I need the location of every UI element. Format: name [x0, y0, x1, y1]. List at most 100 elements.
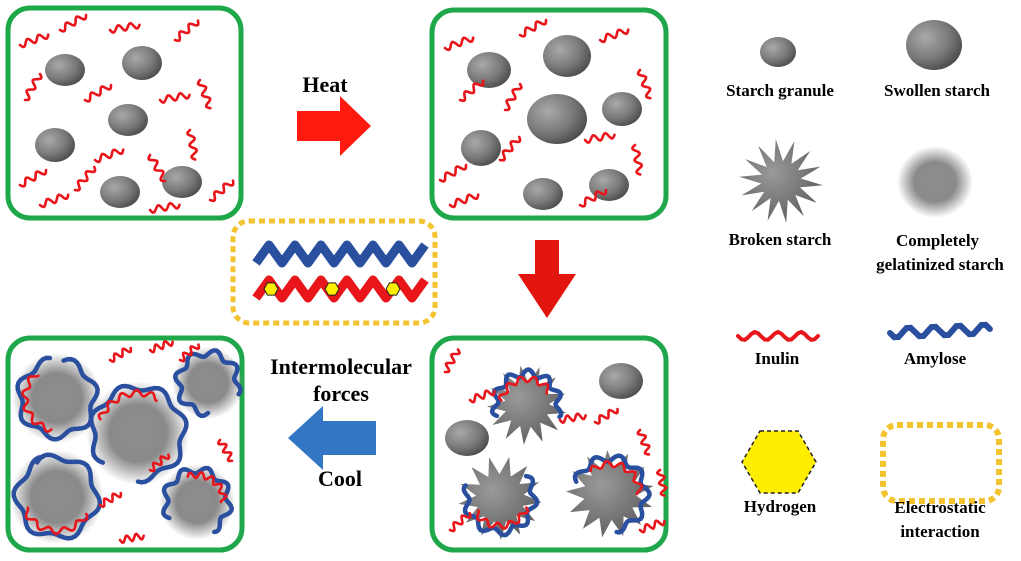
inulin-strand — [216, 438, 234, 463]
inulin-strand — [497, 375, 550, 402]
legend-hydrogen-icon — [741, 430, 817, 494]
inulin-strand — [583, 131, 616, 144]
forces-label: forces — [313, 381, 369, 406]
inulin-strand — [93, 148, 125, 164]
heat-arrow-icon — [297, 96, 371, 156]
amylose-chain — [11, 452, 103, 541]
broken-starch — [458, 457, 542, 540]
legend-gelatinized-starch-icon — [897, 146, 973, 218]
inulin-strand — [655, 468, 668, 497]
inulin-strand — [158, 91, 191, 104]
legend-inulin-icon — [736, 329, 820, 343]
inulin-strand — [148, 201, 181, 214]
inulin-strand — [18, 168, 48, 188]
inulin-strand — [443, 36, 475, 52]
inulin-strand — [636, 428, 651, 456]
legend-swollen-starch-label: Swollen starch — [884, 81, 990, 100]
inulin-strand — [638, 519, 666, 534]
starch-granule — [599, 363, 643, 399]
starch-granule — [35, 128, 75, 162]
inulin-strand — [148, 453, 171, 473]
inulin-strand — [448, 193, 480, 209]
starch-granule — [527, 94, 587, 144]
inulin-strand — [593, 407, 619, 426]
gelatinized-starch — [86, 381, 190, 485]
legend-broken-starch-label: Broken starch — [728, 230, 832, 249]
legend-electrostatic-icon — [880, 422, 1002, 504]
inulin-strand — [475, 506, 530, 530]
legend-electrostatic-label-1: Electrostatic — [894, 498, 986, 517]
amylose-chain — [489, 367, 564, 420]
amylose-chain — [252, 240, 429, 268]
inulin-strand — [589, 459, 644, 496]
starch-granule — [543, 35, 591, 77]
legend-gelatinized-label-1: Completely — [895, 231, 980, 250]
starch-granule — [602, 92, 642, 126]
starch-granule — [162, 166, 202, 198]
legend-inulin-label: Inulin — [754, 349, 800, 368]
hydrogen-bond-icon — [263, 282, 279, 296]
inulin-strand — [178, 343, 201, 363]
inulin-strand — [196, 78, 212, 110]
inulin-strand — [208, 179, 235, 203]
inulin-strand — [147, 153, 167, 183]
legend-starch-granule-icon — [760, 37, 796, 67]
gelatinized-starch — [10, 450, 104, 544]
hydrogen-bond-icon — [324, 282, 340, 296]
gelatinized-starch — [172, 347, 244, 419]
intermolecular-chains — [252, 240, 429, 303]
inulin-strand — [503, 82, 523, 112]
inulin-strand — [23, 72, 43, 102]
starch-granule — [445, 420, 489, 456]
down-arrow-icon — [518, 240, 576, 318]
inulin-strand — [83, 83, 113, 103]
inulin-strand — [498, 135, 522, 162]
starch-granule — [108, 104, 148, 136]
starch-granule — [523, 178, 563, 210]
legend-gelatinized-label-2: gelatinized starch — [876, 255, 1004, 274]
inulin-strand — [578, 188, 608, 208]
legend-swollen-starch-icon — [906, 20, 962, 70]
amylose-chain — [572, 453, 652, 535]
inulin-strand — [186, 128, 199, 161]
inulin-strand — [438, 163, 468, 183]
inulin-strand — [518, 18, 548, 38]
inulin-strand — [148, 339, 174, 354]
inulin-strand — [458, 79, 485, 103]
starch-granule — [461, 130, 501, 166]
heat-label: Heat — [302, 72, 348, 97]
inulin-strand — [21, 374, 53, 433]
starch-granule — [467, 52, 511, 88]
inulin-strand — [186, 470, 228, 504]
inulin-strand — [108, 21, 141, 34]
amylose-chain — [15, 355, 100, 442]
amylose-chain — [461, 473, 540, 538]
legend-amylose-label: Amylose — [903, 349, 967, 368]
inulin-strand — [468, 389, 496, 404]
starch-granule — [122, 46, 162, 80]
panel-contents — [10, 13, 668, 545]
inulin-strand — [118, 532, 145, 545]
legend-amylose-icon — [887, 321, 993, 341]
inulin-strand — [598, 28, 630, 44]
inulin-strand — [448, 511, 472, 533]
starch-granule — [100, 176, 140, 208]
cool-arrow-icon — [288, 406, 376, 470]
inulin-strand — [558, 412, 587, 425]
legend-starch-granule-label: Starch granule — [726, 81, 834, 100]
intermolecular-label: Intermolecular — [270, 354, 412, 379]
inulin-strand — [108, 346, 133, 364]
legend-hydrogen-label: Hydrogen — [743, 497, 817, 516]
legend-graphics — [736, 20, 1002, 504]
cool-label: Cool — [318, 466, 362, 491]
intermolecular-box — [230, 218, 438, 326]
inulin-strand — [173, 19, 200, 43]
inulin-strand — [18, 33, 50, 49]
legend-broken-starch-icon — [739, 139, 823, 223]
inulin-strand — [631, 143, 644, 176]
amylose-chain — [88, 383, 189, 485]
inulin-strand — [443, 348, 462, 374]
hydrogen-bond-icon — [385, 282, 401, 296]
legend-electrostatic-label-2: interaction — [900, 522, 980, 541]
